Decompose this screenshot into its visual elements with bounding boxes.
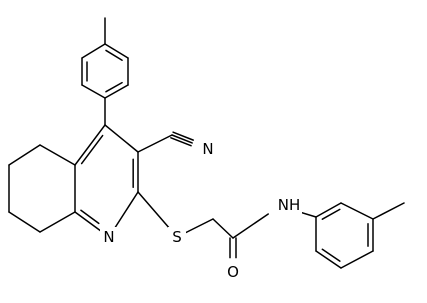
bond-m-tolyl-ring [315,250,342,269]
ring-nitrogen-label: N [103,228,114,246]
bond-nitrile-triple [172,131,195,141]
bond-m-tolyl-ring [340,202,374,220]
bond-pyridine-ring [104,124,139,153]
bond-cyclohexene [39,211,76,233]
bond-tolyl-aromatic [105,81,123,93]
bond-nitrile-triple [170,137,192,147]
bond-layer [8,17,405,269]
sulfur-label: S [172,228,182,246]
bond-pyridine-ring [114,191,139,228]
bond-ch2-carbonyl [212,218,234,239]
bond-tolyl-ring [81,43,106,59]
bond-cyclohexene [39,144,76,166]
bond-tolyl-ring [81,84,106,99]
carbonyl-oxygen-label: O [227,263,239,281]
bond-m-tolyl-aromatic [321,248,341,262]
ring-nitrogen-atom: N [100,227,118,247]
bond-tolyl-ring [104,43,129,59]
bond-cyclohexene [8,144,41,166]
bond-pyridine-aromatic [80,209,100,225]
bond-tolyl-ring [104,84,129,99]
bond-cyclohexene [8,211,41,233]
bond-nitrile-carbon [137,134,173,153]
bond-m-tolyl-aromatic [321,208,341,220]
bond-sulfur-ch2 [185,218,214,234]
bond-carbonyl-nh [232,213,269,239]
bond-m-tolyl-ring [315,202,342,218]
bond-pyridine-ring [74,124,106,166]
bond-nitrile-triple [171,134,193,144]
amide-nh-label: NH [278,196,301,214]
bond-pyridine-aromatic [80,134,104,165]
bond-pyridine-ring [74,211,103,233]
nitrile-nitrogen-label: N [202,140,213,158]
atom-label-layer: N N S O NH [100,139,302,282]
carbonyl-oxygen-atom: O [224,262,242,282]
nitrile-nitrogen-atom: N [199,139,217,159]
bond-m-tolyl-ring [340,250,374,269]
sulfur-atom: S [168,227,186,247]
bond-tolyl-aromatic [105,49,123,62]
bond-m-tolyl-methyl [372,202,405,220]
amide-nh-atom: NH [276,195,302,215]
bond-c2-sulfur [137,191,170,229]
